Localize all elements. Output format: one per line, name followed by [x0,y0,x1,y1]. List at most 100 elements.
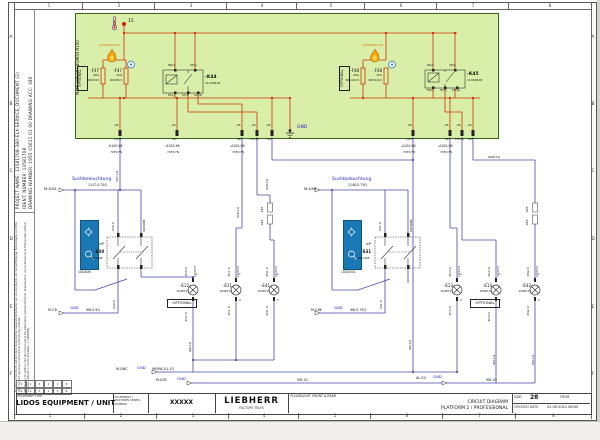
section-title: Suchbeleuchtung [332,177,372,182]
fuse-rating: 20A [93,73,99,77]
terminal-x6: -X6 [266,122,271,127]
lamp-connector: -E12.X [184,267,188,277]
revision-cell: 3 [16,380,27,389]
margin-divider [14,212,34,213]
optional-box: OPTIONAL [470,299,500,308]
gnd-source: M.C8 [48,307,57,312]
flame-icon [107,48,117,63]
terminal-x6: -X6 [236,122,241,127]
row-letter: F [591,372,595,377]
gnd-wire: 9W-0.75Q [350,307,366,312]
switch-connector: -S30.X [111,222,115,232]
row-letter: C [591,169,595,174]
row-letter: C [9,169,13,174]
revision-cell: 4 [34,380,45,389]
optional-label: OPTIONAL [475,300,495,306]
relay-pin: 30(5) [190,63,197,67]
column-footer: 4 [228,413,299,419]
row-letter: B [9,102,13,107]
terminal-x6: -X6 [456,122,461,127]
revision-cell: 4 [16,386,27,395]
revision-cell: 8 [61,386,72,395]
board-ref: -A100.X6 [438,143,453,148]
mount-symbol: ≡P [366,242,372,246]
switch-ref: 1001446 [90,256,103,260]
lamp-pin: 1 [239,272,241,276]
switch-contact-s30 [106,236,153,269]
terminal-pin: 1/X21 [114,137,122,141]
lamp-pin: 2 [277,297,279,302]
factory-label: FACTORY TELFS [239,406,264,410]
blue-junction-dots [74,159,458,373]
fuse-ref: 600/1013 [368,77,382,82]
row-letter: B [591,102,595,107]
row-letter: D [9,237,13,242]
switch-connector: -S31.X [379,300,383,310]
board-ref: -A100.X6 [108,143,123,148]
lamp-name: -E11 [222,283,232,288]
feed-arrow-icons [58,187,448,386]
equipment-name: LIDOS EQUIPMENT / UNIT [16,399,116,407]
titleblock-cell [148,393,216,413]
x-connector-label: -X19 [260,219,264,226]
column-footer: 6 [370,413,443,419]
row-letter: D [591,237,595,242]
revision-cell: 1 [52,380,63,389]
lamp-pin: 1 [499,272,501,276]
relay-pin: 85(1) [427,89,434,92]
terminal-pin: X67 [445,137,450,141]
board-gnd-label: GND [297,125,308,130]
fuse-name: -F47 [113,68,122,73]
wire-label: 9W8-1Q [488,154,501,159]
lamp-name: -E41 [260,283,270,288]
gnd-source: M.C8E [311,307,323,312]
lamp-pin: 2 [538,297,540,302]
lamp-name: -E13 [443,283,453,288]
option-circle-icon [127,60,396,69]
drawing-frame-outer [8,2,597,421]
titleblock-divider [512,403,590,404]
column-footer: 7 [442,413,516,419]
created-date-value: 02.09.2021 08:05 [547,404,579,409]
searchlight-icons [84,227,357,260]
wire-label: 9W-1Q [408,339,412,350]
relay-pin: 87a(4) [452,89,461,92]
lamp-pin: 1 [277,272,279,276]
comparator-label: COMPARATOR [362,43,383,47]
terminal-marks [117,130,536,301]
relay-k44-symbol [162,69,204,94]
lamp-part: 1098714 [257,289,270,293]
titleblock-cell [215,393,289,413]
wire-label: 507-1Q [114,170,119,182]
row-letter: E [591,305,595,310]
column-header: 8 [508,2,592,9]
fuse-rating: 20A [353,73,359,77]
column-footer: 5 [298,413,371,419]
wire-label: 1147-0.75Q [88,183,107,187]
switch-s30-button [80,220,99,270]
lamp-name: -E12 [179,283,189,288]
revision-cell: 1 [25,380,36,389]
fuse-ref: 600/1013 [345,77,359,82]
fuse-name: -F48 [350,68,359,73]
gnd-label: GND [177,376,186,381]
lamp-pin: 1 [196,272,198,276]
terminal-pin: X67 [237,137,242,141]
fuse-rating: 15A [116,73,122,77]
row-letter: A [9,35,13,40]
fuse-name: -F48 [373,68,382,73]
gnd-source: M.D8C [116,367,128,371]
relay-pin: 86(2) [168,63,175,67]
switch-box-id: 10DA06 [78,269,91,274]
viewer-toolbar: |◀ ◀ 743 / 1676 ▾ ▶ ▶| 84.40% ▾ [0,421,600,440]
switch-contact-s31 [374,236,421,269]
flame-icon [370,48,380,63]
lamp-connector: -E42.X [526,306,530,316]
terminal-x6: -X6 [444,122,449,127]
lamp-connector: -E14.X [487,267,491,277]
section-title: Suchbeleuchtung [72,177,112,182]
lamp-connector: -E11.X [227,306,231,316]
revision-cell: 3 [52,386,63,395]
gnd-source: M.D3C [156,378,168,382]
margin-divider [34,9,35,393]
